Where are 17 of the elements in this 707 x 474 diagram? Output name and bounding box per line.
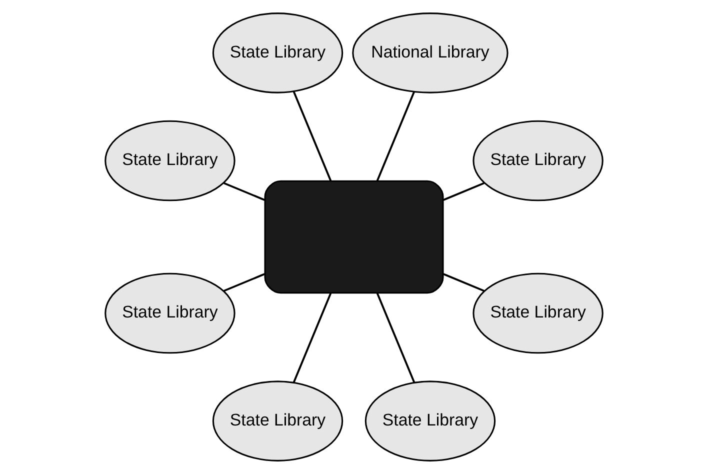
connector xyxy=(442,273,484,292)
node-ellipse: State Library xyxy=(472,120,603,202)
connector xyxy=(292,292,332,383)
node-ellipse: National Library xyxy=(352,12,508,94)
node-ellipse: State Library xyxy=(472,272,603,354)
connector xyxy=(223,182,265,201)
node-ellipse: State Library xyxy=(104,120,235,202)
node-ellipse: State Library xyxy=(212,380,343,462)
connector xyxy=(292,91,332,182)
node-ellipse: State Library xyxy=(364,380,496,462)
connector xyxy=(442,182,484,201)
node-ellipse: State Library xyxy=(212,12,343,94)
connector xyxy=(223,273,265,292)
node-box xyxy=(264,180,444,294)
node-ellipse: State Library xyxy=(104,272,235,354)
connector xyxy=(376,292,415,383)
connector xyxy=(376,92,414,182)
